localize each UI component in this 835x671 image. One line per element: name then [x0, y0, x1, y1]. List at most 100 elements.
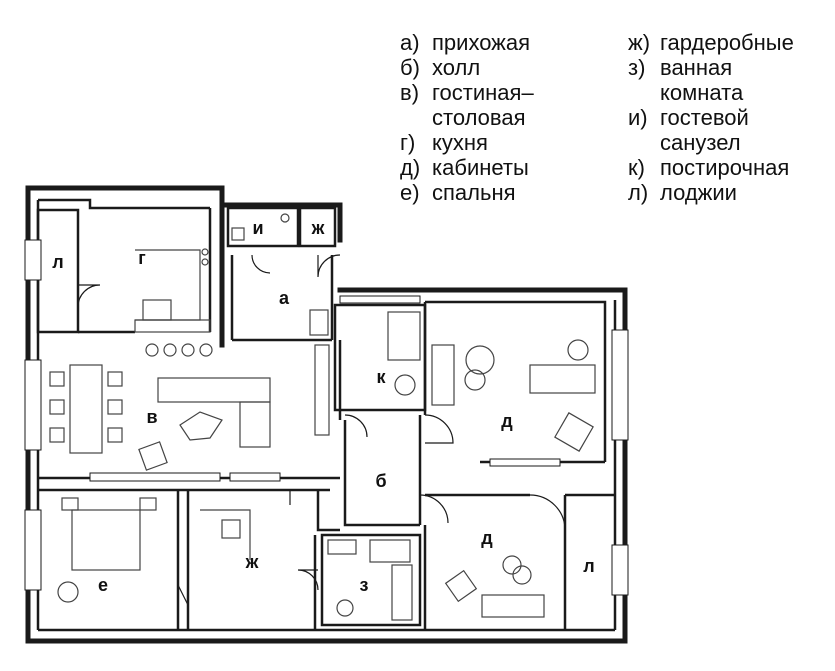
room-label-z: з	[360, 575, 369, 595]
chair	[107, 399, 123, 415]
chair	[49, 371, 65, 387]
door-loggia	[77, 284, 101, 308]
window	[229, 472, 281, 482]
legend-item-l: л) лоджии	[628, 180, 794, 205]
desk	[529, 364, 596, 394]
legend-text: гостиная–	[432, 80, 534, 105]
legend-key: г)	[400, 130, 416, 155]
bar-stool	[163, 343, 177, 357]
door-bedroom	[177, 584, 189, 606]
toilet	[280, 213, 290, 223]
door-loggia-east	[529, 494, 566, 531]
legend-text: постирочная	[660, 155, 790, 180]
window	[611, 544, 629, 596]
round-table	[464, 369, 486, 391]
wall-wardrobe-east	[316, 490, 340, 532]
tv-unit	[314, 344, 330, 436]
bed	[71, 509, 141, 571]
bathtub-laundry	[387, 311, 421, 361]
shower	[369, 539, 411, 563]
room-label-i: и	[252, 218, 263, 238]
bar-stool	[199, 343, 213, 357]
legend-text: спальня	[432, 180, 516, 205]
legend-key: з)	[628, 55, 646, 80]
vanity	[327, 539, 357, 555]
legend-right: ж)гардеробные з)ванная комната и)гостево…	[628, 30, 794, 205]
door-entry	[317, 254, 341, 278]
legend-text: кабинеты	[432, 155, 529, 180]
legend-text-continued: санузел	[660, 130, 741, 155]
legend-key: д)	[400, 155, 421, 180]
wall-north-inner	[38, 198, 210, 210]
bathroom	[320, 533, 422, 627]
door-study2	[419, 494, 449, 524]
sink	[201, 258, 209, 266]
rug	[179, 411, 223, 441]
legend-key: и)	[628, 105, 648, 130]
legend-text: кухня	[432, 130, 488, 155]
armchair	[138, 441, 168, 471]
doors	[77, 254, 566, 606]
bar-stool	[145, 343, 159, 357]
legend-item-k: к) постирочная	[628, 155, 794, 180]
windows	[24, 239, 629, 596]
sofa	[157, 377, 271, 403]
sofa-study	[431, 344, 455, 406]
chair	[107, 371, 123, 387]
wall-hall-lower	[343, 420, 420, 527]
legend-text: холл	[432, 55, 481, 80]
round-table	[512, 565, 532, 585]
window	[489, 458, 561, 467]
washbasin	[231, 227, 245, 241]
legend-item-b: б) холл	[400, 55, 534, 80]
washbasin	[394, 374, 416, 396]
room-label-e: е	[98, 575, 108, 595]
window	[89, 472, 221, 482]
room-label-k: к	[376, 367, 386, 387]
room-label-a: а	[279, 288, 290, 308]
nightstand	[61, 497, 79, 511]
laundry	[333, 303, 427, 412]
room-label-b: б	[375, 471, 386, 491]
legend-key: к)	[628, 155, 645, 180]
wall-east-outer	[337, 287, 628, 644]
wardrobe-shelves	[200, 509, 251, 560]
window	[24, 239, 42, 281]
legend-key: б)	[400, 55, 420, 80]
round-table	[502, 555, 522, 575]
toilet	[336, 599, 354, 617]
chair	[49, 399, 65, 415]
legend-item-e: е)спальня	[400, 180, 534, 205]
bathtub	[391, 564, 413, 621]
legend-key: л)	[628, 180, 649, 205]
legend-text: ванная	[660, 55, 733, 80]
legend-item-a: а) прихожая	[400, 30, 534, 55]
legend-text: лоджии	[660, 180, 737, 205]
armchair	[554, 412, 594, 452]
legend-key: в)	[400, 80, 420, 105]
legend-text: прихожая	[432, 30, 531, 55]
legend-item-g: г) кухня	[400, 130, 534, 155]
office-chair	[567, 339, 589, 361]
chair	[49, 427, 65, 443]
window	[24, 509, 42, 591]
sofa-chaise	[239, 401, 271, 448]
legend-key: а)	[400, 30, 420, 55]
bench	[309, 309, 329, 336]
legend-left: а)прихожая б)холл в)гостиная– столовая г…	[400, 30, 534, 205]
room-label-l-east: л	[583, 556, 594, 576]
round-table	[465, 345, 495, 375]
room-labels: л г и ж а к в д б е ж з д л	[52, 218, 594, 595]
wall-north-utility	[219, 202, 343, 243]
wardrobe-top	[298, 206, 337, 248]
legend-item-zh: ж)гардеробные	[628, 30, 794, 55]
kitchen-island	[134, 319, 211, 333]
room-label-g: г	[138, 248, 146, 268]
legend-text-continued: комната	[660, 80, 744, 105]
chair	[107, 427, 123, 443]
inner-walls	[36, 198, 617, 632]
door-laundry	[344, 414, 368, 438]
armchair	[444, 569, 478, 603]
chair	[57, 581, 79, 603]
